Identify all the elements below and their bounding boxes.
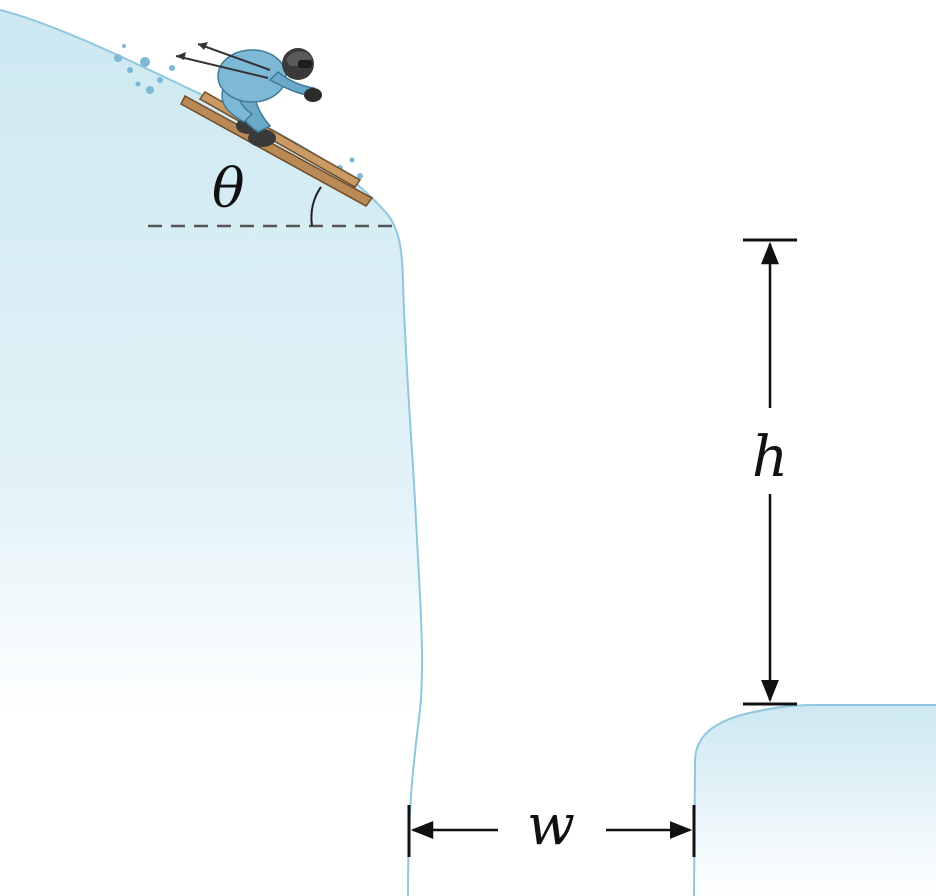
width-dimension (407, 805, 696, 857)
skis (180, 94, 374, 207)
right-ledge (694, 705, 936, 896)
left-cliff (0, 10, 423, 896)
height-dimension (743, 238, 797, 706)
angle-arc (310, 186, 322, 227)
width-label: w (527, 793, 575, 858)
angle-label: θ (212, 157, 245, 220)
snow-spray (114, 44, 363, 179)
right-ledge-edge (693, 704, 936, 896)
skier (175, 42, 374, 207)
height-label: h (752, 425, 789, 490)
